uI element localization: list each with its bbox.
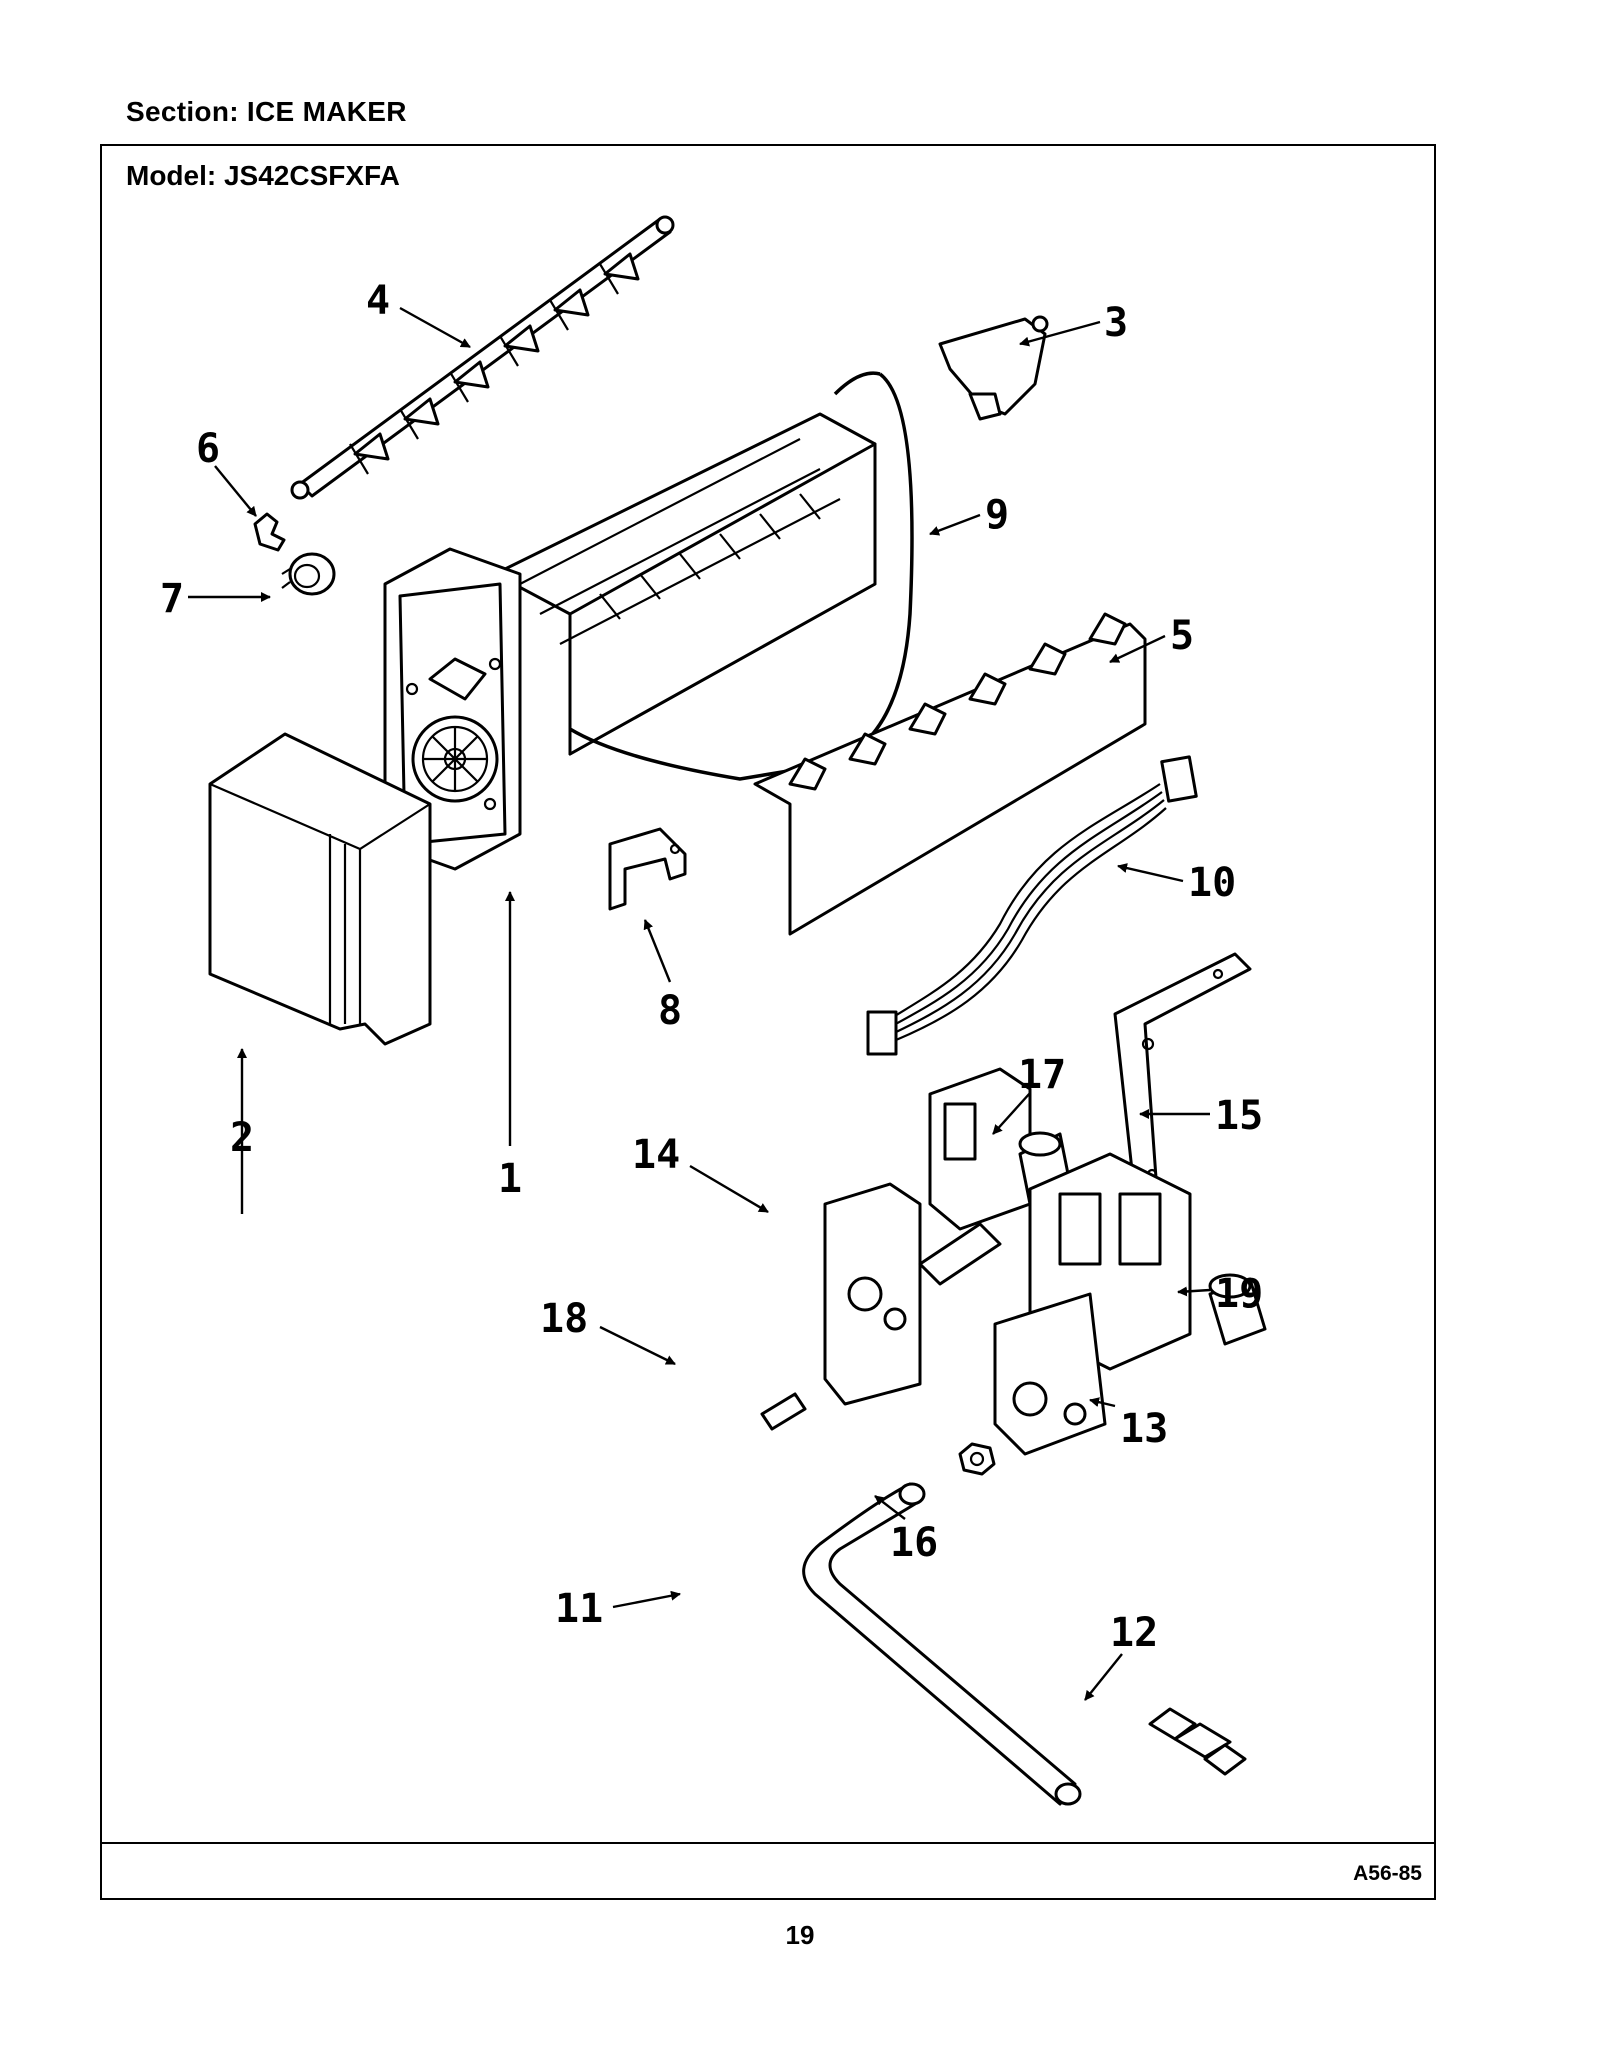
part-10-wire-harness [866, 755, 1198, 1056]
callout-10: 10 [1188, 860, 1236, 906]
diagram-frame: Model: JS42CSFXFA A56-85 [100, 144, 1436, 1900]
part-13-water-valve [993, 1152, 1192, 1456]
callout-5: 5 [1170, 613, 1194, 659]
callout-9: 9 [985, 492, 1009, 538]
callout-8: 8 [658, 988, 682, 1034]
callout-17: 17 [1018, 1052, 1066, 1098]
part-3-bracket [938, 315, 1049, 421]
part-4-ejector-shaft [290, 215, 675, 500]
part-5-stripper [753, 612, 1147, 936]
callout-6: 6 [196, 426, 220, 472]
callout-18: 18 [540, 1296, 588, 1342]
part-7-thermostat [281, 552, 336, 596]
callout-13: 13 [1120, 1406, 1168, 1452]
callout-labels: 1 2 3 4 5 6 7 8 9 10 11 12 13 14 15 16 1… [160, 278, 1263, 1656]
callout-11: 11 [555, 1586, 603, 1632]
page-number: 19 [785, 1920, 815, 1950]
frame-footer: A56-85 [102, 1842, 1434, 1898]
part-9-shutoff-arm [569, 371, 914, 781]
callout-14: 14 [632, 1132, 680, 1178]
callout-4: 4 [366, 278, 390, 324]
callout-16: 16 [890, 1520, 938, 1566]
callout-2: 2 [230, 1115, 254, 1161]
callout-19: 19 [1215, 1271, 1263, 1317]
drawing-code: A56-85 [1353, 1862, 1422, 1885]
part-14-water-valve [823, 1067, 1032, 1406]
section-title: Section: ICE MAKER [126, 96, 407, 127]
part-2-cover [208, 732, 432, 1046]
part-1-icemaker-housing [383, 412, 877, 871]
part-12-fitting [1148, 1707, 1247, 1776]
part-6-clip [253, 512, 286, 552]
callout-7: 7 [160, 576, 184, 622]
callout-3: 3 [1104, 300, 1128, 346]
part-16-nut [958, 1442, 996, 1476]
leader-lines [188, 306, 1211, 1701]
exploded-parts-diagram: 1 2 3 4 5 6 7 8 9 10 11 12 13 14 15 16 1… [160, 215, 1267, 1806]
part-19-tube [1208, 1273, 1267, 1346]
callout-12: 12 [1110, 1610, 1158, 1656]
part-8-bracket [608, 827, 687, 911]
part-18-pin [760, 1392, 807, 1431]
callout-15: 15 [1215, 1093, 1263, 1139]
callout-1: 1 [498, 1156, 522, 1202]
part-11-fill-tube [802, 1482, 1082, 1806]
model-title: Model: JS42CSFXFA [126, 160, 400, 191]
